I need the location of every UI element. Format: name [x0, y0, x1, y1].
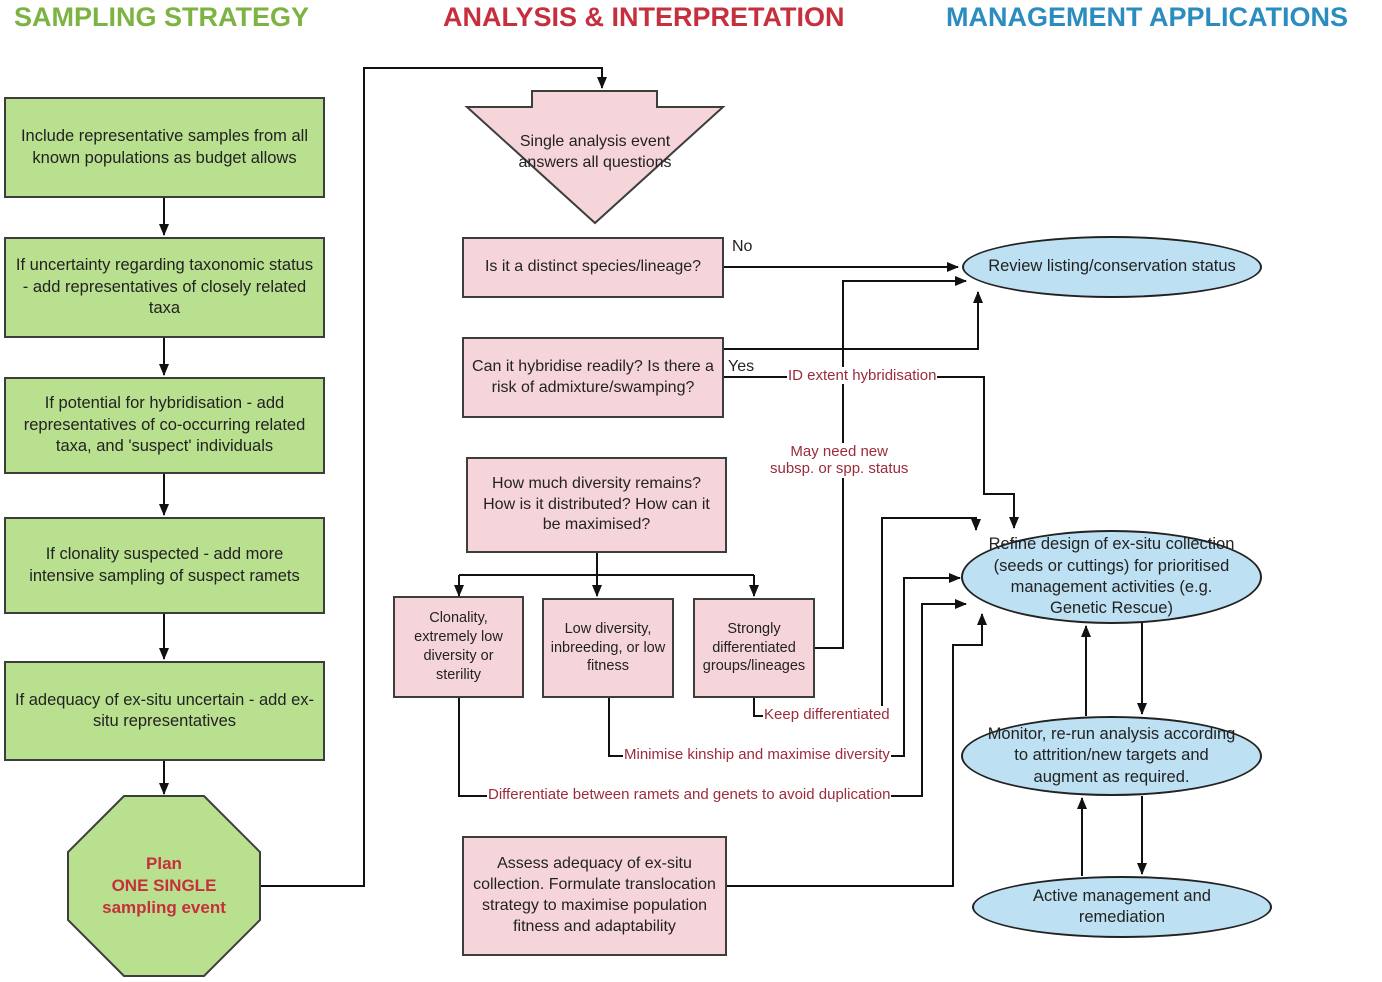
- id-extent-hybridisation-label: ID extent hybridisation: [787, 367, 938, 385]
- differentiate-ramets-label: Differentiate between ramets and genets …: [487, 786, 892, 804]
- plan-single-sampling-text: Plan ONE SINGLE sampling event: [102, 853, 226, 918]
- outcome-strongly-differentiated: Strongly differentiated groups/lineages: [693, 598, 815, 698]
- review-listing-status: Review listing/conservation status: [962, 236, 1262, 298]
- minimise-kinship-label: Minimise kinship and maximise diversity: [623, 746, 891, 764]
- sampling-strategy-header: SAMPLING STRATEGY: [14, 2, 310, 32]
- single-analysis-arrow-shape: [464, 90, 726, 225]
- analysis-interpretation-header: ANALYSIS & INTERPRETATION: [443, 2, 845, 32]
- arrow-plan-analysis: [260, 67, 607, 887]
- sampling-step-clonality: If clonality suspected - add more intens…: [4, 517, 325, 614]
- outcome-low-diversity: Low diversity, inbreeding, or low fitnes…: [542, 598, 674, 698]
- no-label: No: [732, 238, 753, 255]
- active-management: Active management and remediation: [972, 876, 1272, 938]
- question-distinct-species: Is it a distinct species/lineage?: [462, 237, 724, 298]
- question-diversity: How much diversity remains? How is it di…: [466, 457, 727, 553]
- sampling-step-taxonomic-uncertainty: If uncertainty regarding taxonomic statu…: [4, 237, 325, 338]
- may-need-new-status-label: May need new subsp. or spp. status: [769, 443, 910, 478]
- outcome-clonality: Clonality, extremely low diversity or st…: [393, 596, 524, 698]
- question-hybridise: Can it hybridise readily? Is there a ris…: [462, 337, 724, 418]
- sampling-step-ex-situ: If adequacy of ex-situ uncertain - add e…: [4, 661, 325, 761]
- arrow-minimise-kinship: [608, 573, 961, 757]
- single-analysis-event-text: Single analysis event answers all questi…: [518, 133, 672, 171]
- arrow-keep-differentiated: [753, 517, 981, 717]
- keep-differentiated-label: Keep differentiated: [763, 706, 891, 724]
- plan-octagon-shape: [67, 795, 261, 977]
- assess-ex-situ-adequacy: Assess adequacy of ex-situ collection. F…: [462, 836, 727, 956]
- yes-label: Yes: [728, 358, 755, 375]
- sampling-step-include-samples: Include representative samples from all …: [4, 97, 325, 198]
- sampling-step-hybridisation: If potential for hybridisation - add rep…: [4, 377, 325, 474]
- management-applications-header: MANAGEMENT APPLICATIONS: [946, 2, 1348, 32]
- arrow-hybrid-review: [724, 291, 983, 350]
- arrow-assess-refine: [727, 613, 987, 887]
- arrow-differentiate-ramets: [458, 599, 967, 797]
- monitor-rerun-analysis: Monitor, re-run analysis according to at…: [961, 716, 1262, 796]
- refine-ex-situ-design: Refine design of ex-situ collection (see…: [961, 530, 1262, 624]
